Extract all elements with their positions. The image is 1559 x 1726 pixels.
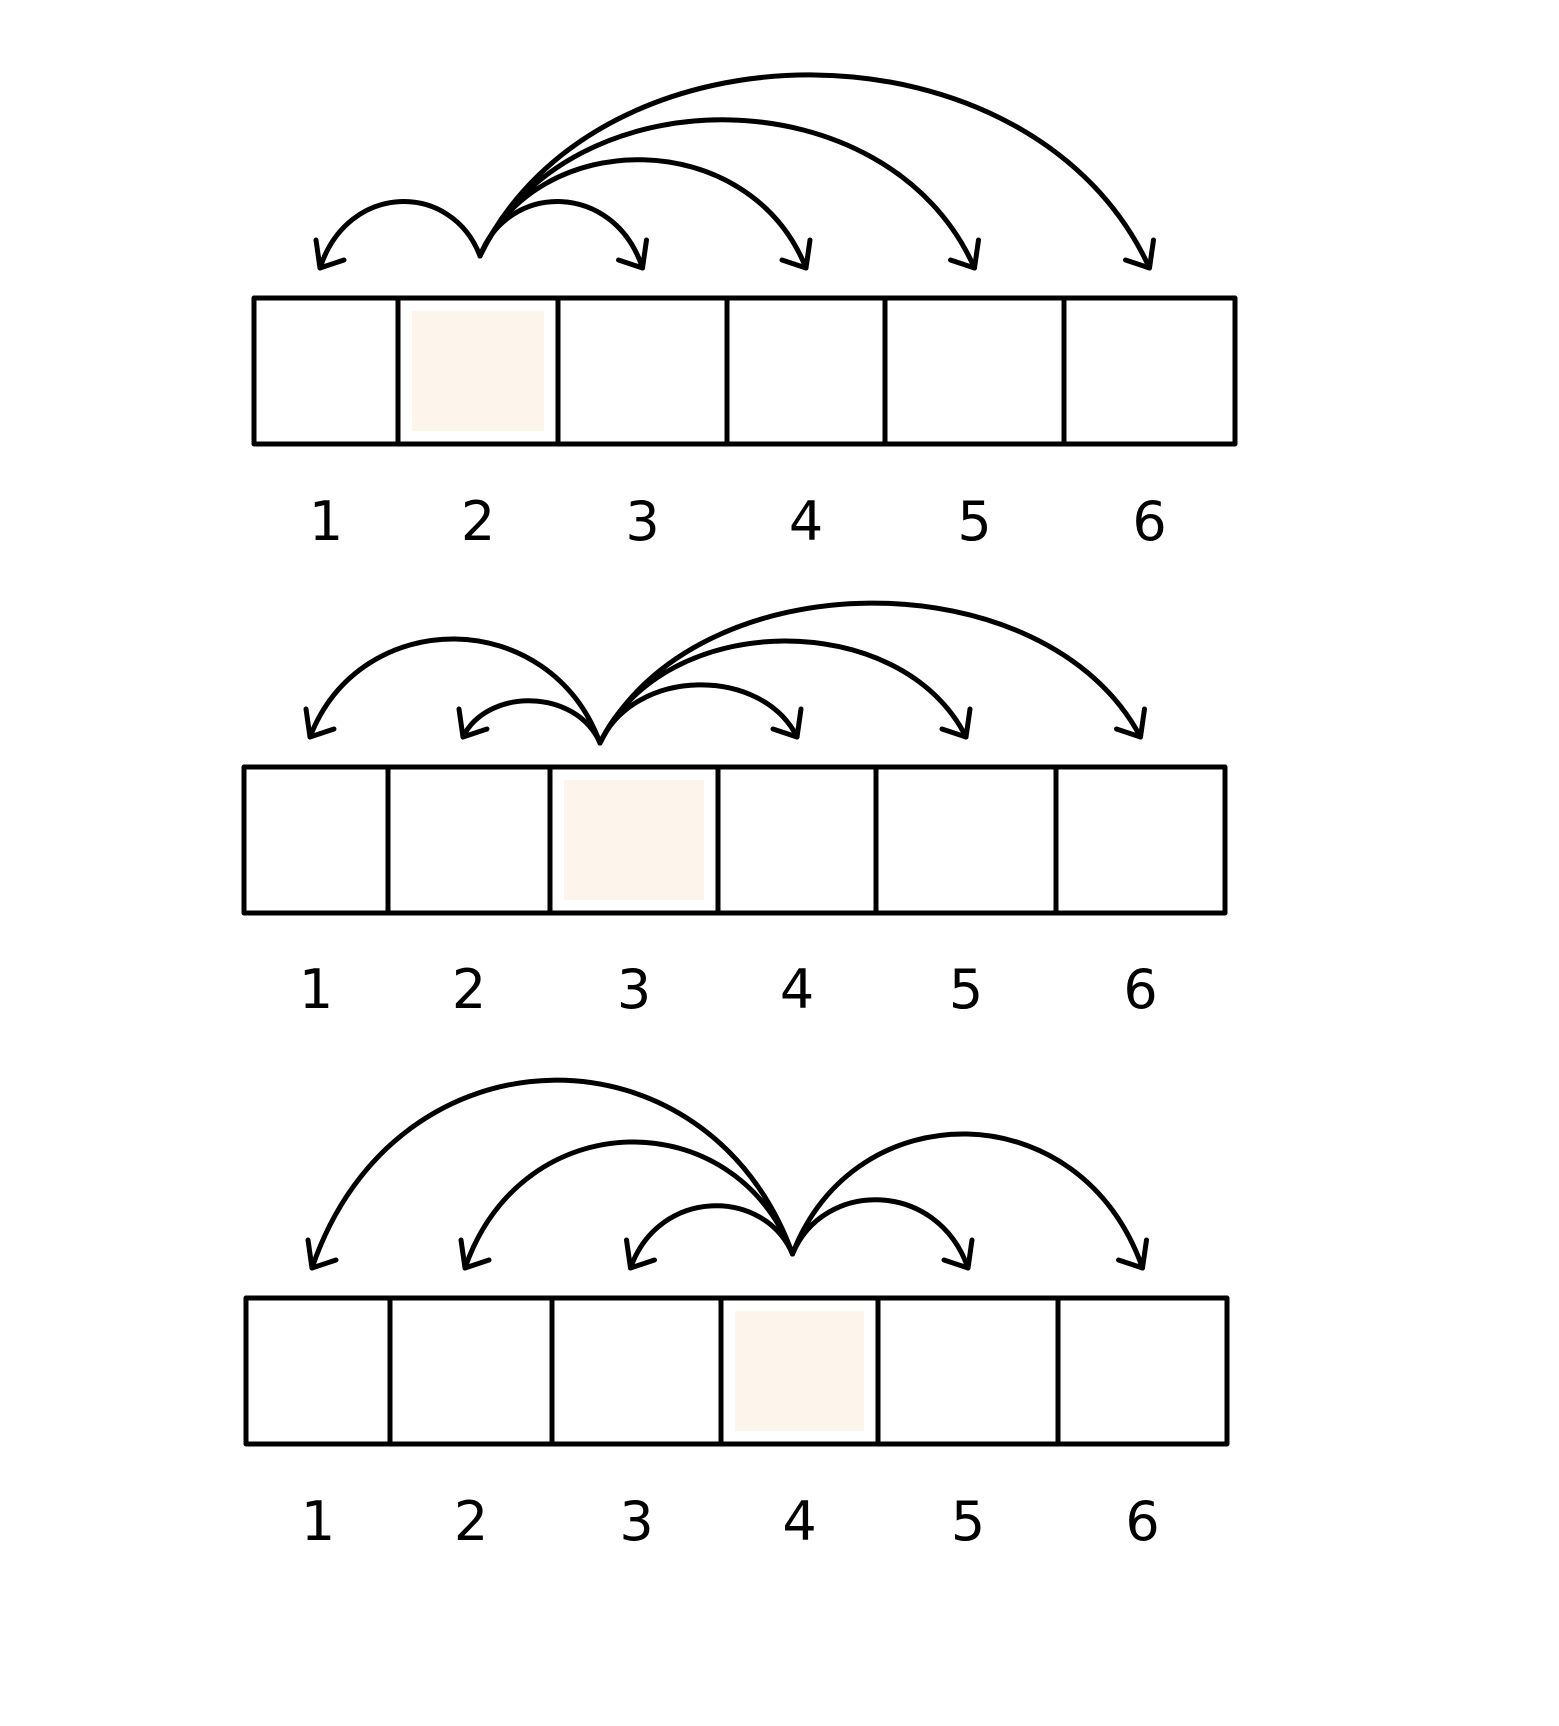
- jump-arrow-to-6: [477, 72, 1152, 271]
- jump-arrow-to-1: [309, 1077, 795, 1271]
- array-cell-3: [558, 298, 727, 444]
- arrowhead-icon: [458, 1237, 492, 1271]
- index-label-5: 5: [951, 1490, 985, 1553]
- arrowhead-icon: [770, 706, 804, 740]
- highlighted-cell-fill: [735, 1311, 864, 1431]
- array-cell-6: [1058, 1298, 1227, 1444]
- arrowhead-icon: [948, 237, 981, 271]
- index-label-2: 2: [461, 490, 495, 553]
- jump-arrow-to-5: [477, 117, 977, 271]
- index-label-1: 1: [301, 1490, 335, 1553]
- jump-arrow-to-1: [307, 636, 603, 746]
- array-cell-4: [718, 767, 876, 913]
- index-label-4: 4: [782, 1490, 816, 1553]
- highlighted-cell-fill: [564, 780, 704, 900]
- arrowhead-icon: [779, 237, 813, 271]
- jump-arrow-to-2: [460, 698, 603, 746]
- array-cell-5: [878, 1298, 1058, 1444]
- jump-arrow-to-6: [790, 1131, 1145, 1271]
- arrowhead-icon: [313, 237, 347, 271]
- array-cell-2: [388, 767, 550, 913]
- array-cell-2: [390, 1298, 552, 1444]
- arrowhead-icon: [1114, 706, 1147, 740]
- index-label-5: 5: [949, 958, 983, 1021]
- arrowhead-icon: [616, 237, 649, 271]
- array-cell-5: [885, 298, 1064, 444]
- array-row-3: 1 2 3 4 5 6: [243, 1077, 1230, 1553]
- index-label-6: 6: [1132, 490, 1166, 553]
- jump-arrow-to-2: [462, 1139, 795, 1271]
- index-label-4: 4: [780, 958, 814, 1021]
- array-cell-3: [552, 1298, 721, 1444]
- array-cell-6: [1056, 767, 1225, 913]
- array-cell-6: [1064, 298, 1235, 444]
- array-cell-5: [876, 767, 1056, 913]
- array-cell-4: [727, 298, 885, 444]
- jump-arrow-to-4: [597, 682, 800, 746]
- index-label-6: 6: [1125, 1490, 1159, 1553]
- index-label-6: 6: [1123, 958, 1157, 1021]
- array-outline: [243, 1295, 1230, 1447]
- array-outline: [241, 764, 1228, 916]
- arrowhead-icon: [1116, 1237, 1149, 1271]
- arrowhead-icon: [1123, 237, 1156, 271]
- index-label-3: 3: [617, 958, 651, 1021]
- arrowhead-icon: [305, 1237, 339, 1271]
- index-label-3: 3: [625, 490, 659, 553]
- index-label-3: 3: [619, 1490, 653, 1553]
- arrowhead-icon: [303, 706, 337, 740]
- jump-arrow-to-1: [317, 199, 483, 271]
- jump-arrow-to-3: [628, 1203, 795, 1271]
- arrowhead-icon: [939, 706, 973, 740]
- index-label-2: 2: [454, 1490, 488, 1553]
- array-cell-1: [244, 767, 388, 913]
- arrowhead-icon: [624, 1237, 657, 1271]
- array-cell-1: [246, 1298, 390, 1444]
- array-row-2: 1 2 3 4 5 6: [241, 600, 1228, 1021]
- highlighted-cell-fill: [412, 311, 544, 431]
- arrowhead-icon: [941, 1237, 975, 1271]
- array-cell-1: [254, 298, 398, 444]
- index-label-1: 1: [309, 490, 343, 553]
- array-outline: [251, 295, 1238, 447]
- jump-arrow-to-5: [790, 1197, 971, 1271]
- array-row-1: 1 2 3 4 5 6: [251, 72, 1238, 553]
- index-label-5: 5: [957, 490, 991, 553]
- index-label-2: 2: [452, 958, 486, 1021]
- index-label-4: 4: [789, 490, 823, 553]
- arrowhead-icon: [456, 706, 490, 740]
- index-label-1: 1: [299, 958, 333, 1021]
- jump-arrow-to-6: [597, 600, 1143, 746]
